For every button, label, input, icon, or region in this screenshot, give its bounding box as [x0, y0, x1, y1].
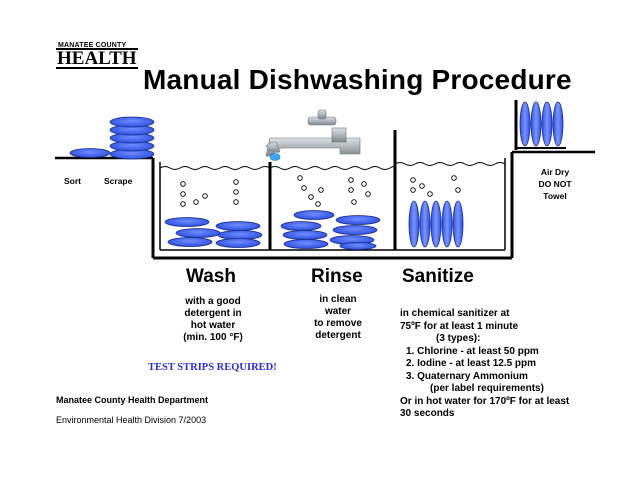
sort-counter — [55, 156, 155, 258]
water-surface — [159, 162, 506, 170]
wash-plates — [164, 217, 263, 248]
health-logo: MANATEE COUNTY HEALTH — [56, 38, 138, 69]
sanitize-description: in chemical sanitizer at 75ºF for at lea… — [400, 308, 570, 419]
sort-plate — [69, 148, 111, 158]
water-drop-icon — [269, 153, 281, 161]
air-dry-rack — [512, 100, 595, 154]
air-dry-label: Air Dry DO NOT Towel — [538, 167, 572, 201]
three-compartment-sink — [153, 130, 514, 260]
faucet-icon — [265, 109, 361, 157]
sanitize-bubbles — [410, 175, 461, 197]
sanitize-title: Sanitize — [402, 266, 474, 287]
sanitize-plates — [408, 200, 464, 248]
footer-division: Environmental Health Division 7/2003 — [56, 415, 207, 425]
rinse-title: Rinse — [311, 266, 363, 287]
rinse-description: in clean water to remove detergent — [314, 294, 362, 341]
scrape-label: Scrape — [104, 176, 133, 186]
rinse-plates — [280, 210, 381, 250]
scrape-plate-stack — [109, 116, 155, 160]
wash-description: with a good detergent in hot water (min.… — [183, 296, 243, 343]
wash-title: Wash — [186, 266, 236, 287]
rinse-bubbles — [297, 175, 371, 207]
sort-label: Sort — [64, 176, 81, 186]
logo-top-text: MANATEE COUNTY — [58, 42, 127, 49]
page-title: Manual Dishwashing Procedure — [143, 64, 572, 95]
wash-bubbles — [180, 179, 239, 207]
test-strips-notice: TEST STRIPS REQUIRED! — [148, 362, 277, 373]
footer-department: Manatee County Health Department — [56, 395, 209, 405]
logo-word: HEALTH — [56, 48, 138, 69]
